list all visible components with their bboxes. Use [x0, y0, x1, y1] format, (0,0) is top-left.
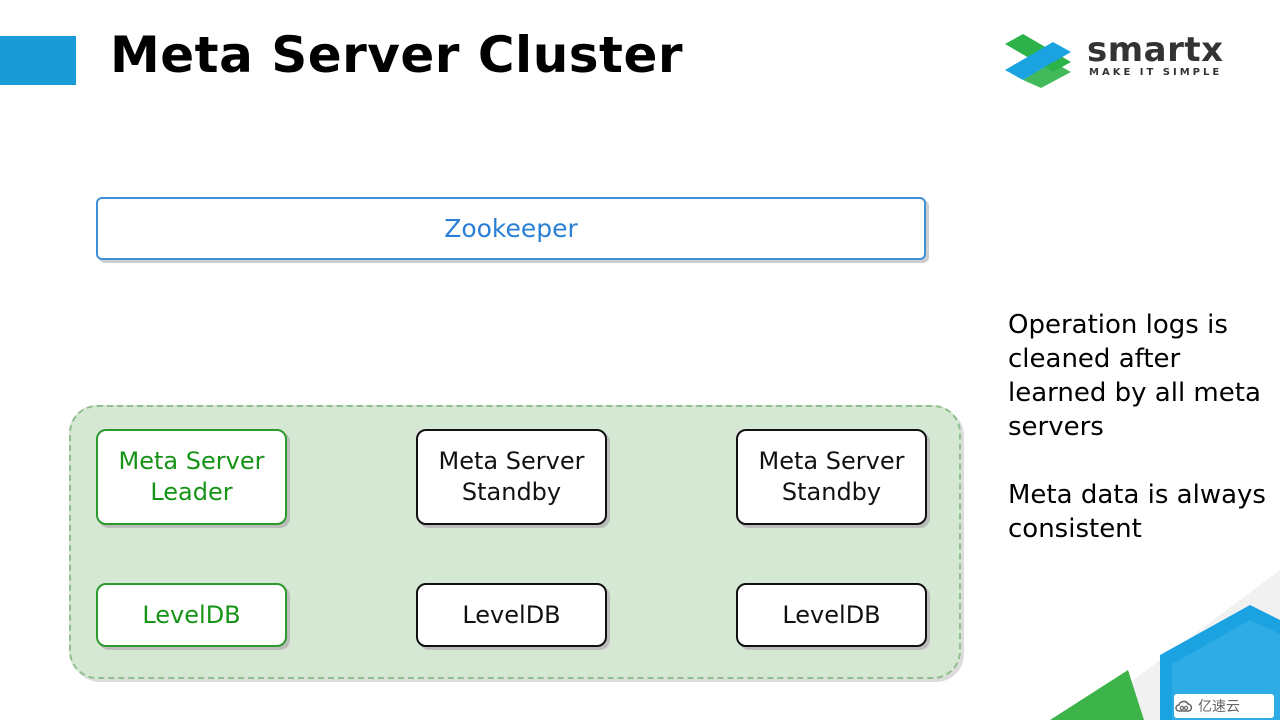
zookeeper-label: Zookeeper [444, 214, 578, 243]
meta-server-standby-node: Meta Server Standby [416, 429, 607, 525]
meta-server-leader-node: Meta Server Leader [96, 429, 287, 525]
node-label-line1: Meta Server [438, 447, 585, 475]
cloud-logo-icon [1175, 700, 1193, 712]
zookeeper-box: Zookeeper [96, 197, 926, 260]
logo-tagline: MAKE IT SIMPLE [1089, 67, 1223, 78]
node-label-line1: Meta Server [758, 447, 905, 475]
leveldb-label: LevelDB [142, 600, 241, 629]
notes-panel: Operation logs is cleaned after learned … [1008, 308, 1270, 580]
smartx-logo: smartx MAKE IT SIMPLE [1005, 30, 1235, 88]
node-label-line2: Leader [150, 478, 233, 506]
leveldb-label: LevelDB [782, 600, 881, 629]
leveldb-leader-box: LevelDB [96, 583, 287, 647]
smartx-logo-mark-icon [1005, 34, 1071, 88]
watermark-text: 亿速云 [1198, 699, 1240, 715]
node-label: Meta Server Leader [119, 446, 265, 508]
leveldb-standby-box: LevelDB [416, 583, 607, 647]
node-label-line2: Standby [461, 478, 562, 506]
node-label: Meta Server Standby [439, 446, 585, 508]
leveldb-standby-box: LevelDB [736, 583, 927, 647]
leveldb-label: LevelDB [462, 600, 561, 629]
watermark: 亿速云 [1174, 694, 1274, 718]
note-operation-logs: Operation logs is cleaned after learned … [1008, 310, 1261, 442]
meta-server-standby-node: Meta Server Standby [736, 429, 927, 525]
logo-wordmark: smartx [1087, 30, 1224, 70]
title-accent-bar [0, 36, 76, 85]
node-label: Meta Server Standby [759, 446, 905, 508]
slide-title: Meta Server Cluster [110, 26, 684, 84]
node-label-line2: Standby [781, 478, 882, 506]
note-meta-data-consistent: Meta data is always consistent [1008, 480, 1266, 544]
node-label-line1: Meta Server [118, 447, 265, 475]
